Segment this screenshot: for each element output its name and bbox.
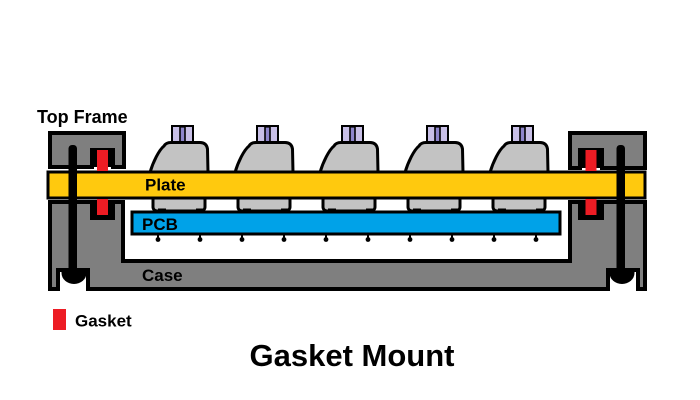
diagram-title: Gasket Mount [250,338,455,373]
switches-layer [148,124,550,215]
legend: Gasket [53,309,132,331]
gasket [585,199,597,215]
switch [318,124,380,215]
switch [233,124,295,215]
plate-bar [46,170,647,200]
gasket [97,199,108,215]
top-frame-label: Top Frame [37,107,128,127]
screw-right [609,145,635,284]
screw-shaft [68,145,77,274]
screw-left [61,145,87,284]
screw-head [609,271,635,284]
switch [403,124,465,215]
gasket-mounts [92,148,602,218]
gasket [585,150,597,171]
pcb-label: PCB [142,215,178,234]
gasket [97,150,108,171]
gasket-legend-label: Gasket [75,312,132,331]
switch [148,124,210,215]
switch [488,124,550,215]
case-label: Case [142,266,183,285]
plate-label: Plate [145,176,186,195]
gasket-legend-swatch [53,309,66,330]
pcb-bar [130,210,562,236]
screw-shaft [616,145,625,274]
screw-head [61,271,87,284]
